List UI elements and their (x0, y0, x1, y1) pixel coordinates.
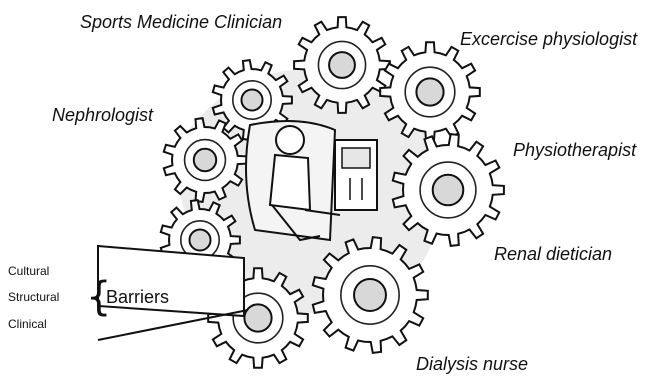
role-physiotherapist: Physiotherapist (513, 140, 636, 161)
gear-hub-6 (189, 229, 210, 250)
gear-hub-3 (416, 78, 443, 105)
role-sports-medicine-clinician: Sports Medicine Clinician (80, 12, 282, 33)
role-nephrologist: Nephrologist (52, 105, 153, 126)
barrier-clinical: Clinical (8, 317, 47, 331)
machine-screen (342, 148, 370, 168)
gear-hub-4 (194, 149, 216, 171)
gear-hub-8 (354, 279, 386, 311)
patient-head (276, 126, 304, 154)
gear-hub-5 (433, 175, 464, 206)
barrier-structural: Structural (8, 290, 59, 304)
gear-hub-7 (244, 304, 271, 331)
gear-hub-2 (241, 89, 262, 110)
gear-hub-1 (329, 52, 355, 78)
role-dialysis-nurse: Dialysis nurse (416, 354, 528, 375)
barrier-cultural: Cultural (8, 264, 49, 278)
barriers-label: Barriers (106, 287, 169, 308)
patient-body (270, 155, 310, 210)
role-exercise-physiologist: Excercise physiologist (460, 29, 637, 50)
role-renal-dietician: Renal dietician (494, 244, 612, 265)
